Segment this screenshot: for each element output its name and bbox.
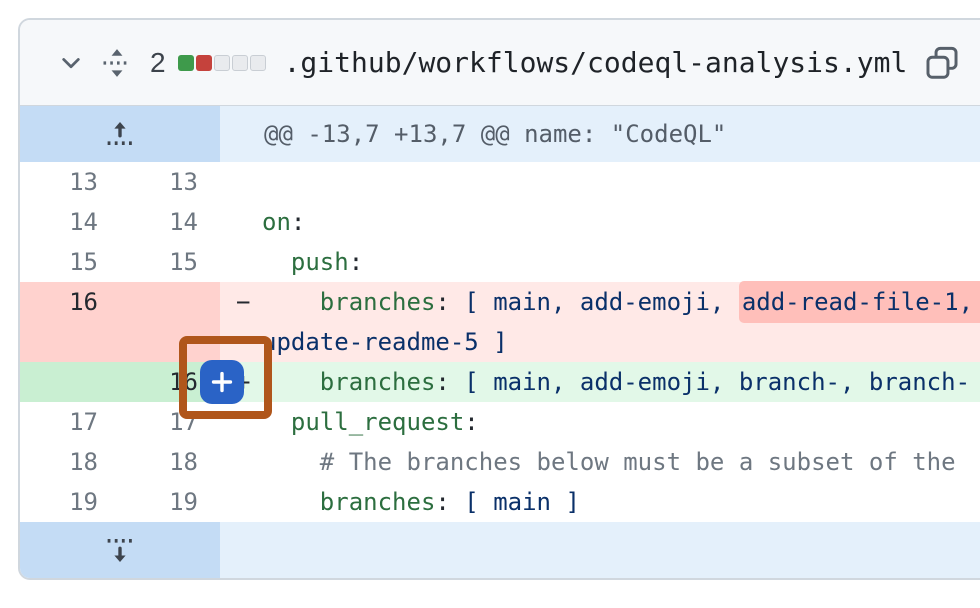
diffstat-neutral-square	[231, 54, 248, 71]
code-line: # The branches below must be a subset of…	[262, 448, 956, 476]
expand-hunk-down-button[interactable]	[20, 522, 220, 578]
diffstat	[177, 54, 266, 71]
diff-row-17: 17 17 pull_request:	[20, 402, 980, 442]
code-line: push:	[262, 248, 364, 276]
diff-row-16-deleted: 16 − branches: [ main, add-emoji, add-re…	[20, 281, 980, 362]
drag-file-handle[interactable]	[102, 47, 132, 79]
code-line-added: + branches: [ main, add-emoji, branch-, …	[220, 362, 980, 402]
diffstat-neutral-square	[213, 54, 230, 71]
diffstat-neutral-square	[249, 54, 266, 71]
fold-down-icon	[105, 535, 135, 565]
new-line-number[interactable]: 18	[169, 448, 198, 476]
changes-count: 2	[150, 46, 166, 78]
add-line-comment-button[interactable]	[200, 360, 244, 404]
diff-row-15: 15 15 push:	[20, 242, 980, 282]
expand-bottom-row	[20, 522, 980, 578]
old-line-number[interactable]	[20, 362, 120, 402]
file-diff-card: 2 .github/workflows/codeql-analysis.yml	[18, 18, 980, 580]
hunk-header-text: @@ -13,7 +13,7 @@ name: "CodeQL"	[220, 106, 980, 162]
copy-icon	[925, 46, 959, 80]
deletion-marker: −	[236, 288, 251, 316]
code-line: branches: [ main ]	[262, 488, 580, 516]
diffstat-deleted-square	[195, 54, 212, 71]
copy-path-button[interactable]	[925, 46, 959, 80]
fold-up-icon	[105, 119, 135, 149]
old-line-number[interactable]: 16	[69, 288, 98, 316]
old-line-number[interactable]: 13	[69, 168, 98, 196]
old-line-number[interactable]: 14	[69, 208, 98, 236]
old-line-number[interactable]: 19	[69, 488, 98, 516]
file-path: .github/workflows/codeql-analysis.yml	[283, 46, 908, 79]
hunk-header-row: @@ -13,7 +13,7 @@ name: "CodeQL"	[20, 106, 980, 162]
old-line-number[interactable]: 18	[69, 448, 98, 476]
new-line-number[interactable]: 19	[169, 488, 198, 516]
file-header: 2 .github/workflows/codeql-analysis.yml	[20, 20, 980, 106]
new-line-number[interactable]: 13	[169, 168, 198, 196]
code-line: on:	[262, 208, 306, 236]
expand-hunk-up-button[interactable]	[20, 106, 220, 162]
collapse-file-button[interactable]	[58, 50, 84, 76]
plus-icon	[209, 369, 235, 395]
code-line-deleted: − branches: [ main, add-emoji, add-read-…	[220, 281, 980, 323]
expand-bottom-fill	[220, 522, 980, 578]
unfold-vertical-icon	[102, 47, 132, 79]
diff-row-13: 13 13	[20, 162, 980, 202]
new-line-number[interactable]: 17	[169, 408, 198, 436]
diff-row-19: 19 19 branches: [ main ]	[20, 482, 980, 522]
code-line: pull_request:	[262, 408, 479, 436]
diff-row-14: 14 14 on:	[20, 202, 980, 242]
old-line-number[interactable]: 17	[69, 408, 98, 436]
old-line-number[interactable]: 15	[69, 248, 98, 276]
chevron-down-icon	[58, 50, 84, 76]
diff-row-16-added: 16 + branches: [ main, add-emoji, branch…	[20, 362, 980, 402]
new-line-number[interactable]: 15	[169, 248, 198, 276]
diff-row-18: 18 18 # The branches below must be a sub…	[20, 442, 980, 482]
new-line-number[interactable]: 14	[169, 208, 198, 236]
deleted-word-highlight: add-read-file-1,	[738, 281, 980, 323]
diffstat-added-square	[177, 54, 194, 71]
new-line-number[interactable]	[120, 282, 220, 362]
code-line-deleted-wrap: update-readme-5 ]	[262, 328, 508, 356]
code-line	[220, 162, 980, 202]
